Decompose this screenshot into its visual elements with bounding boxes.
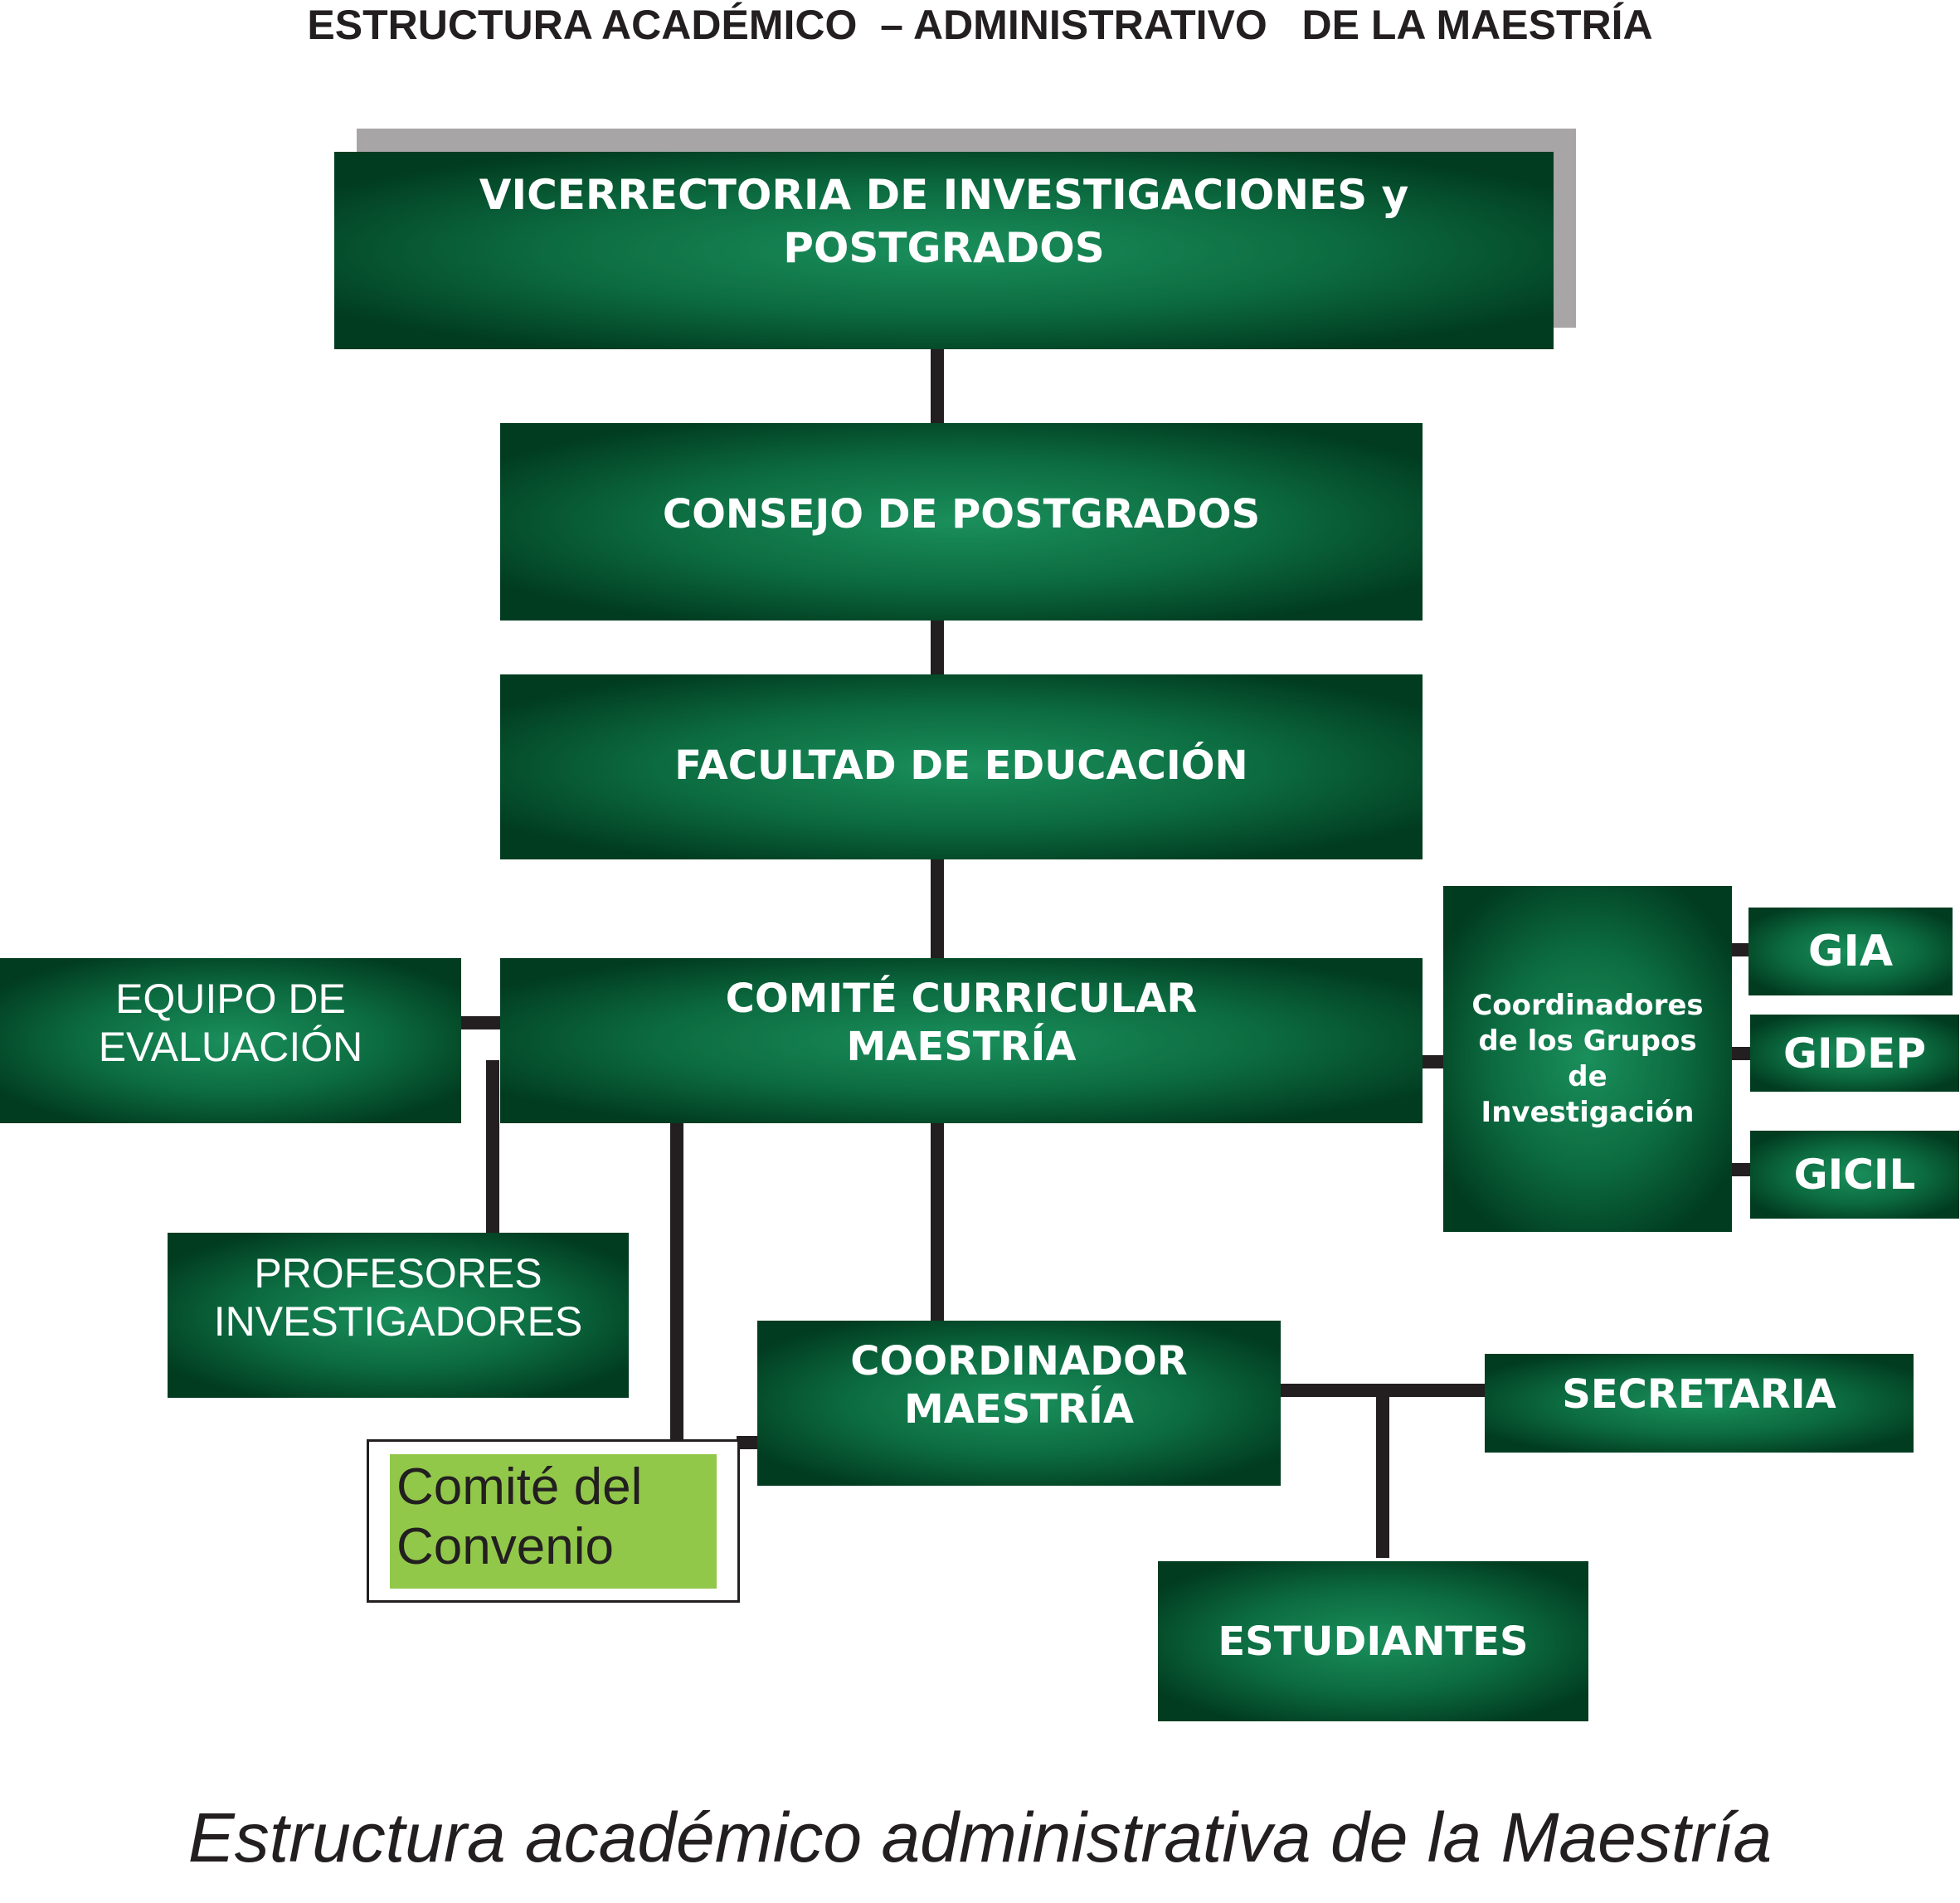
coordinadores-grupos-label: Coordinadores de los Grupos de Investiga… [1471, 988, 1704, 1129]
connector-gia [1728, 943, 1751, 956]
consejo-postgrados-label: CONSEJO DE POSTGRADOS [662, 491, 1261, 538]
connector-profesores [486, 1060, 499, 1234]
connector-convenio-coordinador [737, 1436, 761, 1449]
connector-comite-coordinador [931, 1122, 944, 1321]
diagram-caption: Estructura académico administrativa de l… [187, 1798, 1773, 1876]
connector-facultad-comite [931, 857, 944, 962]
equipo-evaluacion-label: EQUIPO DE EVALUACIÓN [98, 976, 363, 1070]
estudiantes-box: ESTUDIANTES [1158, 1561, 1588, 1721]
connector-gidep [1728, 1047, 1751, 1060]
secretaria-label: SECRETARIA [1562, 1371, 1836, 1418]
profesores-investigadores-box: PROFESORES INVESTIGADORES [168, 1233, 629, 1398]
gidep-label: GIDEP [1783, 1029, 1926, 1078]
diagram-title: ESTRUCTURA ACADÉMICO – ADMINISTRATIVO DE… [307, 2, 1653, 48]
equipo-evaluacion-box: EQUIPO DE EVALUACIÓN [0, 958, 461, 1123]
profesores-investigadores-label: PROFESORES INVESTIGADORES [213, 1250, 583, 1345]
vicerrectoria-label: VICERRECTORIA DE INVESTIGACIONES y POSTG… [479, 171, 1409, 272]
connector-comite-coordinadores-grupos [1420, 1055, 1445, 1068]
estudiantes-label: ESTUDIANTES [1218, 1618, 1529, 1665]
gia-label: GIA [1807, 927, 1894, 976]
coordinador-maestria-box: COORDINADOR MAESTRÍA [757, 1321, 1281, 1486]
comite-curricular-label: COMITÉ CURRICULAR MAESTRÍA [725, 976, 1198, 1070]
connector-equipo-comite [448, 1016, 503, 1029]
connector-comite-convenio [670, 1106, 683, 1448]
gicil-label: GICIL [1793, 1151, 1916, 1199]
secretaria-box: SECRETARIA [1485, 1354, 1914, 1453]
connector-estudiantes [1376, 1384, 1389, 1558]
comite-curricular-box: COMITÉ CURRICULAR MAESTRÍA [500, 958, 1423, 1123]
facultad-educacion-box: FACULTAD DE EDUCACIÓN [500, 674, 1423, 859]
coordinador-maestria-label: COORDINADOR MAESTRÍA [850, 1338, 1188, 1433]
comite-convenio-box: Comité del Convenio [390, 1454, 717, 1589]
connector-consejo-facultad [931, 596, 944, 695]
vicerrectoria-box: VICERRECTORIA DE INVESTIGACIONES y POSTG… [334, 152, 1554, 349]
connector-vicerrectoria-consejo [931, 336, 944, 436]
gia-box: GIA [1748, 908, 1953, 995]
gidep-box: GIDEP [1750, 1015, 1959, 1092]
facultad-educacion-label: FACULTAD DE EDUCACIÓN [674, 742, 1248, 789]
coordinadores-grupos-box: Coordinadores de los Grupos de Investiga… [1443, 886, 1732, 1232]
gicil-box: GICIL [1750, 1131, 1959, 1219]
consejo-postgrados-box: CONSEJO DE POSTGRADOS [500, 423, 1423, 621]
connector-gicil [1728, 1163, 1751, 1176]
